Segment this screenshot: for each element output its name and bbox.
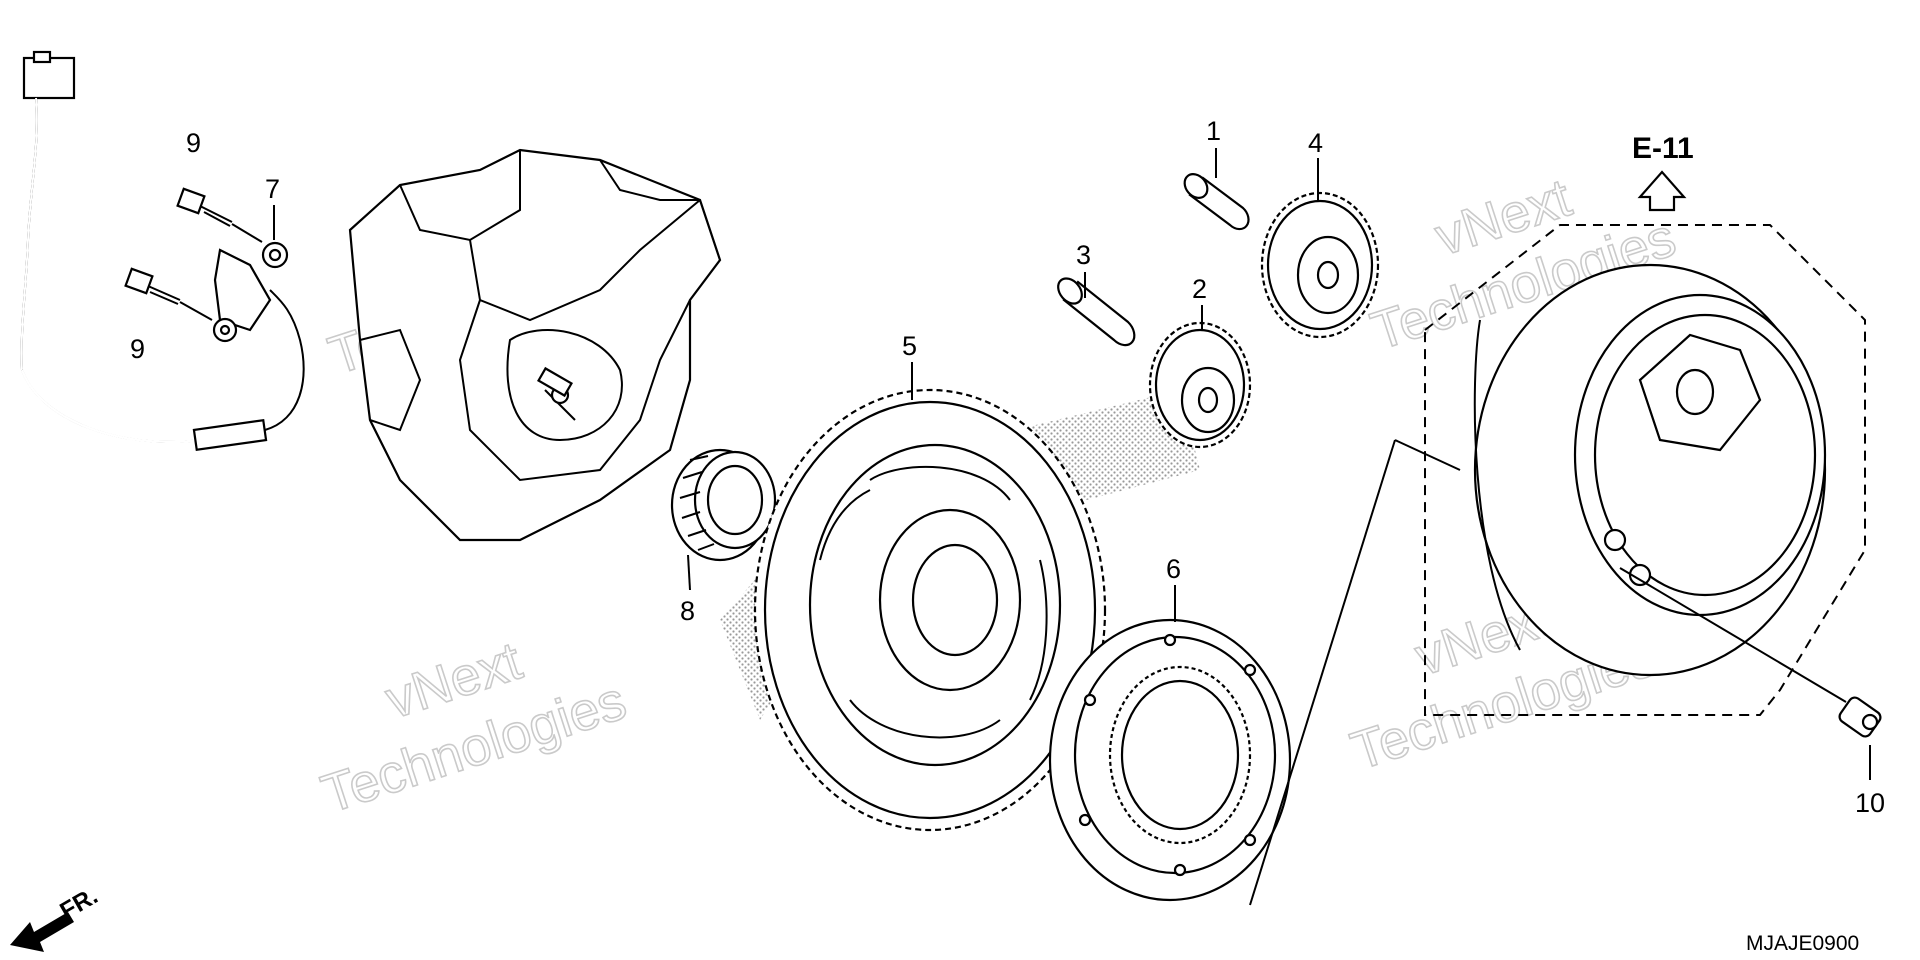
callout-5: 5 (902, 331, 917, 361)
idle-gear-shaft (1057, 277, 1136, 347)
diagram-code: MJAJE0900 (1746, 932, 1859, 955)
callouts: 1 2 3 4 5 6 7 8 9 9 10 (130, 116, 1885, 818)
reduction-gear-shaft (1183, 173, 1250, 231)
reference-marker: E-11 (1632, 132, 1694, 212)
callout-1: 1 (1206, 116, 1221, 146)
starter-reduction-gear (1260, 191, 1380, 339)
starter-one-way-clutch (1048, 618, 1292, 902)
starter-driven-gear (753, 388, 1107, 832)
engine-crankcase (348, 148, 722, 542)
pulse-sensor (213, 248, 272, 332)
reference-arrow-icon (1637, 170, 1687, 212)
callout-3: 3 (1076, 240, 1091, 270)
callout-7: 7 (265, 174, 280, 204)
callout-6: 6 (1166, 554, 1181, 584)
callout-2: 2 (1192, 274, 1207, 304)
callout-9: 9 (130, 334, 145, 364)
flywheel-bolt (1619, 567, 1882, 738)
bolt (176, 187, 233, 227)
pulse-generator-assembly (20, 50, 305, 452)
leader-line (1249, 439, 1396, 906)
reference-label: E-11 (1632, 132, 1694, 165)
callout-9: 9 (186, 128, 201, 158)
flywheel-reference-outline (1424, 224, 1866, 716)
front-direction-arrow-icon (10, 912, 74, 952)
front-direction-indicator: FR. (10, 882, 102, 952)
leader-line (1394, 439, 1461, 471)
callout-10: 10 (1855, 788, 1885, 818)
starter-idle-gear (1148, 321, 1252, 449)
bolt (124, 267, 181, 305)
wire-connector (22, 56, 76, 100)
callout-4: 4 (1308, 128, 1323, 158)
assembly-shading (720, 390, 1200, 720)
callout-8: 8 (680, 596, 695, 626)
needle-bearing (670, 448, 777, 562)
callout-leaders (273, 148, 1871, 780)
